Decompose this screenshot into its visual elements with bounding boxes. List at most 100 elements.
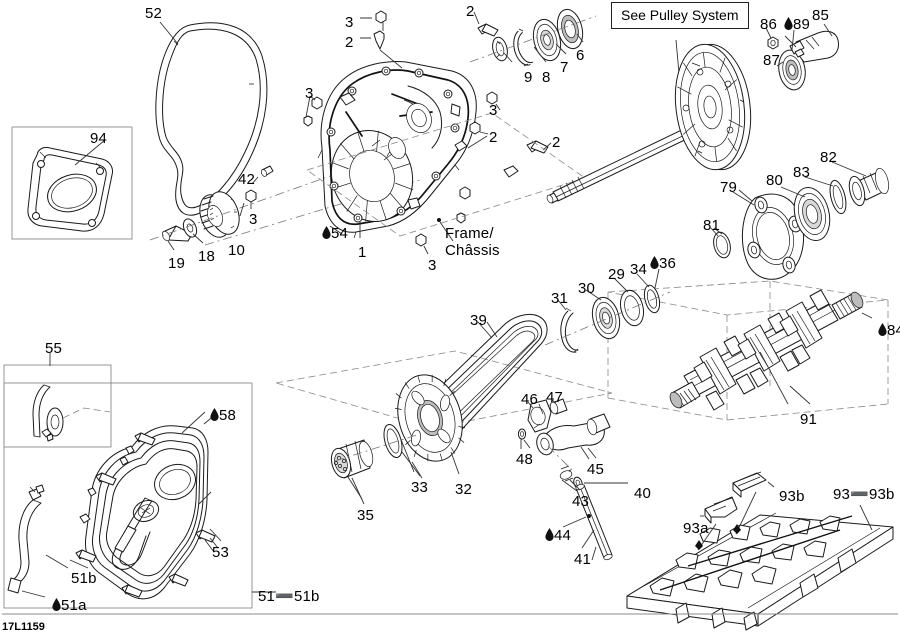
track-lug-row-front bbox=[649, 565, 777, 597]
part-79-bearing-flange bbox=[732, 191, 804, 280]
callout-30: 30 bbox=[578, 281, 595, 296]
part-81-oring bbox=[710, 227, 731, 259]
callout-text: 32 bbox=[455, 481, 473, 498]
callout-80: 80 bbox=[766, 173, 783, 188]
part-46-tensioner-block bbox=[527, 399, 552, 433]
callout-3: 3 bbox=[428, 258, 437, 273]
callout-text: 83 bbox=[793, 164, 811, 181]
callout-text: 58 bbox=[219, 407, 237, 424]
oil-drop-icon bbox=[545, 528, 554, 544]
frame-chassis-outline bbox=[306, 112, 586, 242]
callout-text: 31 bbox=[551, 290, 569, 307]
callout-29: 29 bbox=[608, 267, 625, 282]
callout-text: 52 bbox=[145, 5, 163, 22]
part-51b-vent-hose bbox=[7, 484, 69, 598]
axis-line-tensioner bbox=[547, 445, 573, 471]
callout-55: 55 bbox=[45, 341, 62, 356]
callout-32: 32 bbox=[455, 482, 472, 497]
callout-text: 51b bbox=[71, 570, 97, 587]
oil-drop-icon bbox=[878, 323, 887, 339]
callout-text: 18 bbox=[198, 248, 216, 265]
callout-text: 93b bbox=[779, 488, 805, 505]
part-43-spring bbox=[559, 465, 578, 492]
callout-text: 93➖93b bbox=[833, 486, 895, 503]
part-80-ball-bearing bbox=[780, 186, 831, 242]
callout-52: 52 bbox=[145, 6, 162, 21]
callout-text: 33 bbox=[411, 479, 429, 496]
callout-text: 1 bbox=[358, 244, 367, 261]
part-47-spring-seat bbox=[549, 398, 568, 415]
callout-text: 2 bbox=[489, 129, 498, 146]
callout-58: 58 bbox=[210, 408, 236, 424]
oil-drop-icon bbox=[784, 17, 793, 33]
callout-text: 86 bbox=[760, 16, 778, 33]
callout-9: 9 bbox=[524, 70, 533, 85]
callout-3: 3 bbox=[345, 15, 354, 30]
callout-text: 54 bbox=[331, 225, 349, 242]
callout-43: 43 bbox=[572, 494, 589, 509]
part-48-washer bbox=[517, 428, 527, 449]
part-35-hub-coupler bbox=[330, 439, 374, 500]
callout-text: 55 bbox=[45, 340, 63, 357]
callout-84: 84 bbox=[878, 323, 900, 339]
callout-text: 93a bbox=[683, 520, 709, 537]
see-pulley-system-box[interactable]: See Pulley System bbox=[611, 2, 749, 29]
callout-34: 34 bbox=[630, 262, 647, 277]
callout-text: 81 bbox=[703, 217, 721, 234]
oil-drop-icon bbox=[322, 226, 331, 242]
callout-text: 48 bbox=[516, 451, 534, 468]
callout-text: 19 bbox=[168, 255, 186, 272]
callout-text: 89 bbox=[793, 16, 811, 33]
axis-line-sprocket bbox=[334, 433, 421, 462]
callout-text: 44 bbox=[554, 527, 572, 544]
callout-3: 3 bbox=[489, 103, 498, 118]
callout-46: 46 bbox=[521, 392, 538, 407]
callout-48: 48 bbox=[516, 452, 533, 467]
part-7-ball-bearing bbox=[532, 18, 562, 62]
callout-text: 43 bbox=[572, 493, 590, 510]
part-93b-clip bbox=[732, 471, 775, 535]
callout-19: 19 bbox=[168, 256, 185, 271]
part-3-nut-gear bbox=[245, 189, 257, 209]
callout-18: 18 bbox=[198, 249, 215, 264]
inset-frame-94 bbox=[11, 126, 133, 240]
callout-text: 87 bbox=[763, 52, 781, 69]
callout-text: 3 bbox=[249, 211, 258, 228]
callout-87: 87 bbox=[763, 53, 780, 68]
axis-line-bearing-stack bbox=[469, 15, 597, 63]
callout-33: 33 bbox=[411, 480, 428, 495]
oil-drop-icon bbox=[210, 408, 219, 424]
callout-6: 6 bbox=[576, 48, 585, 63]
callout-text: 47 bbox=[546, 389, 564, 406]
callout-text: 34 bbox=[630, 261, 648, 278]
callout-text: 8 bbox=[542, 69, 551, 86]
callout-85: 85 bbox=[812, 8, 829, 23]
callout-text: 40 bbox=[634, 485, 652, 502]
part-9-retaining-ring bbox=[492, 36, 508, 62]
part-94-support-plate bbox=[27, 139, 113, 232]
track-lug-row-mid bbox=[675, 540, 827, 570]
frame-chassis-line2: Châssis bbox=[445, 241, 500, 259]
part-91-drive-axle bbox=[669, 289, 873, 411]
callout-2: 2 bbox=[552, 135, 561, 150]
callout-79: 79 bbox=[720, 180, 737, 195]
callout-7: 7 bbox=[560, 60, 569, 75]
callout-2: 2 bbox=[466, 4, 475, 19]
part-19-screw bbox=[161, 225, 193, 242]
callout-8: 8 bbox=[542, 70, 551, 85]
axis-line-29-36 bbox=[544, 291, 671, 346]
callout-text: 84 bbox=[887, 322, 900, 339]
frame-chassis-line1: Frame/ bbox=[445, 225, 494, 242]
panel-frame-51 bbox=[3, 382, 253, 609]
panel-frame-91 bbox=[607, 280, 889, 421]
callout-39: 39 bbox=[470, 313, 487, 328]
callout-82: 82 bbox=[820, 150, 837, 165]
callout-text: 3 bbox=[345, 14, 354, 31]
callout-93-93b: 93➖93b bbox=[833, 487, 895, 502]
callout-51a: 51a bbox=[52, 598, 87, 614]
callout-text: 3 bbox=[489, 102, 498, 119]
callout-text: 53 bbox=[212, 544, 230, 561]
axle-sprocket-1 bbox=[693, 335, 756, 411]
